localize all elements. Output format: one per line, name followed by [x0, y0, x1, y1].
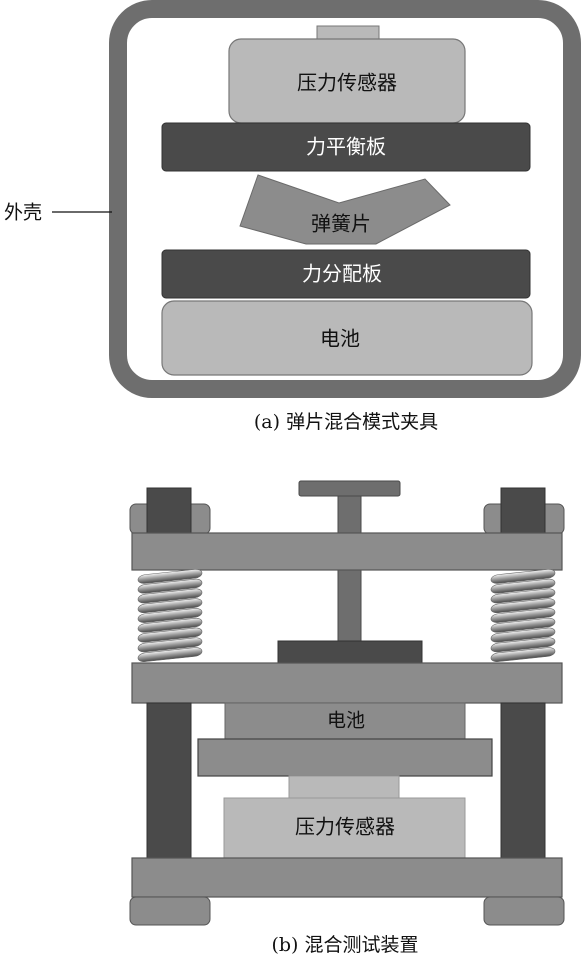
- spring-coil: [490, 647, 556, 662]
- pressure-sensor-block-b: [223, 797, 466, 859]
- sensor-top-stub: [316, 25, 380, 41]
- battery-block-a: [161, 300, 533, 376]
- distribution-plate-label: 力分配板: [302, 262, 382, 286]
- fixture-b: 电池 压力传感器: [129, 480, 565, 926]
- middle-plate: [131, 662, 563, 704]
- battery-block-b: [224, 702, 466, 740]
- spring-coil: [490, 588, 556, 604]
- right-post: [500, 702, 546, 860]
- spring-coil: [490, 578, 556, 594]
- fixture-a: 外壳 压力传感器 力平衡板 弹簧片 力分配板 电池: [4, 0, 581, 398]
- pressure-sensor-label-b: 压力传感器: [295, 815, 395, 839]
- handle-bar: [298, 480, 401, 497]
- spring-coil: [137, 578, 203, 594]
- left-nut: [146, 487, 192, 535]
- caption-b: (b) 混合测试装置: [271, 934, 418, 956]
- spring-coil: [490, 627, 556, 643]
- right-nut: [500, 487, 546, 535]
- spring-coil: [490, 637, 556, 653]
- left-post: [146, 702, 192, 860]
- balance-plate: [161, 122, 531, 172]
- spring-coil: [137, 569, 203, 584]
- spring-coil: [137, 608, 203, 623]
- right-spring: [490, 569, 556, 662]
- spring-coil: [137, 627, 203, 643]
- spring-coil: [137, 588, 203, 604]
- distribution-plate: [161, 249, 531, 299]
- balance-plate-label: 力平衡板: [306, 135, 386, 159]
- pressing-block: [277, 640, 423, 664]
- spring-coil: [137, 598, 203, 614]
- battery-label-b: 电池: [327, 710, 365, 732]
- battery-label-a: 电池: [320, 327, 360, 351]
- left-foot: [129, 896, 211, 926]
- right-foot: [483, 896, 565, 926]
- spring-coil: [490, 569, 556, 584]
- bottom-plate: [131, 857, 563, 898]
- spring-coil: [490, 598, 556, 614]
- pressure-sensor-label: 压力传感器: [297, 71, 397, 95]
- caption-a: (a) 弹片混合模式夹具: [254, 411, 438, 433]
- spacer-plate: [197, 738, 493, 777]
- left-spring: [137, 569, 203, 662]
- spring-coil: [490, 617, 556, 633]
- spring-coil: [490, 608, 556, 623]
- sensor-connector: [288, 775, 400, 799]
- shell-label: 外壳: [4, 202, 42, 224]
- spring-sheet: [239, 174, 451, 245]
- spring-coil: [137, 637, 203, 653]
- spring-coil: [137, 647, 203, 662]
- spring-sheet-label: 弹簧片: [311, 212, 371, 236]
- top-plate: [131, 532, 563, 571]
- spring-coil: [137, 617, 203, 633]
